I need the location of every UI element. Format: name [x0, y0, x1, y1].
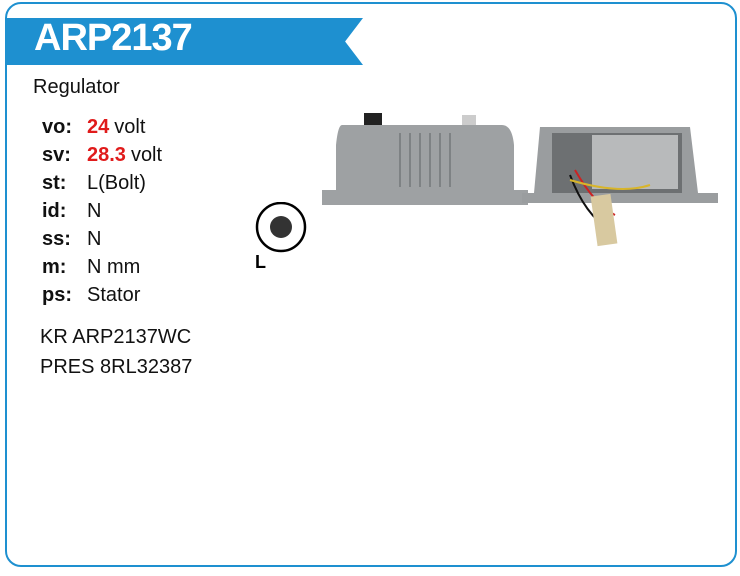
- spec-ss: ss: N: [42, 228, 162, 256]
- cross-references: KR ARP2137WC PRES 8RL32387: [40, 322, 192, 382]
- spec-id: id: N: [42, 200, 162, 228]
- spec-m: m: N mm: [42, 256, 162, 284]
- spec-value: 24: [87, 116, 110, 138]
- spec-key: id:: [42, 200, 67, 222]
- part-type: Regulator: [33, 76, 120, 98]
- spec-key: ss:: [42, 228, 71, 250]
- spec-value: 28.3: [87, 144, 126, 166]
- spec-value: N mm: [87, 256, 141, 278]
- spec-key: m:: [42, 256, 67, 278]
- spec-ps: ps: Stator: [42, 284, 162, 312]
- spec-value: N: [87, 200, 102, 222]
- connector-label: L: [255, 252, 266, 272]
- product-photo: [322, 113, 718, 247]
- spec-value: N: [87, 228, 102, 250]
- part-number-title: ARP2137: [34, 17, 193, 59]
- title-banner: [5, 18, 363, 65]
- spec-value: L(Bolt): [87, 172, 146, 194]
- card-frame: [5, 2, 737, 567]
- spec-key: vo:: [42, 116, 72, 138]
- spec-value: Stator: [87, 284, 141, 306]
- connector-diagram: L: [255, 201, 311, 277]
- spec-key: st:: [42, 172, 67, 194]
- spec-st: st: L(Bolt): [42, 172, 162, 200]
- spec-unit: volt: [114, 116, 146, 138]
- ref-pres: PRES 8RL32387: [40, 356, 193, 378]
- spec-key: ps:: [42, 284, 72, 306]
- ref-kr: KR ARP2137WC: [40, 326, 192, 348]
- spec-key: sv:: [42, 144, 71, 166]
- spec-unit: volt: [130, 144, 163, 166]
- connector-icon: [255, 201, 307, 253]
